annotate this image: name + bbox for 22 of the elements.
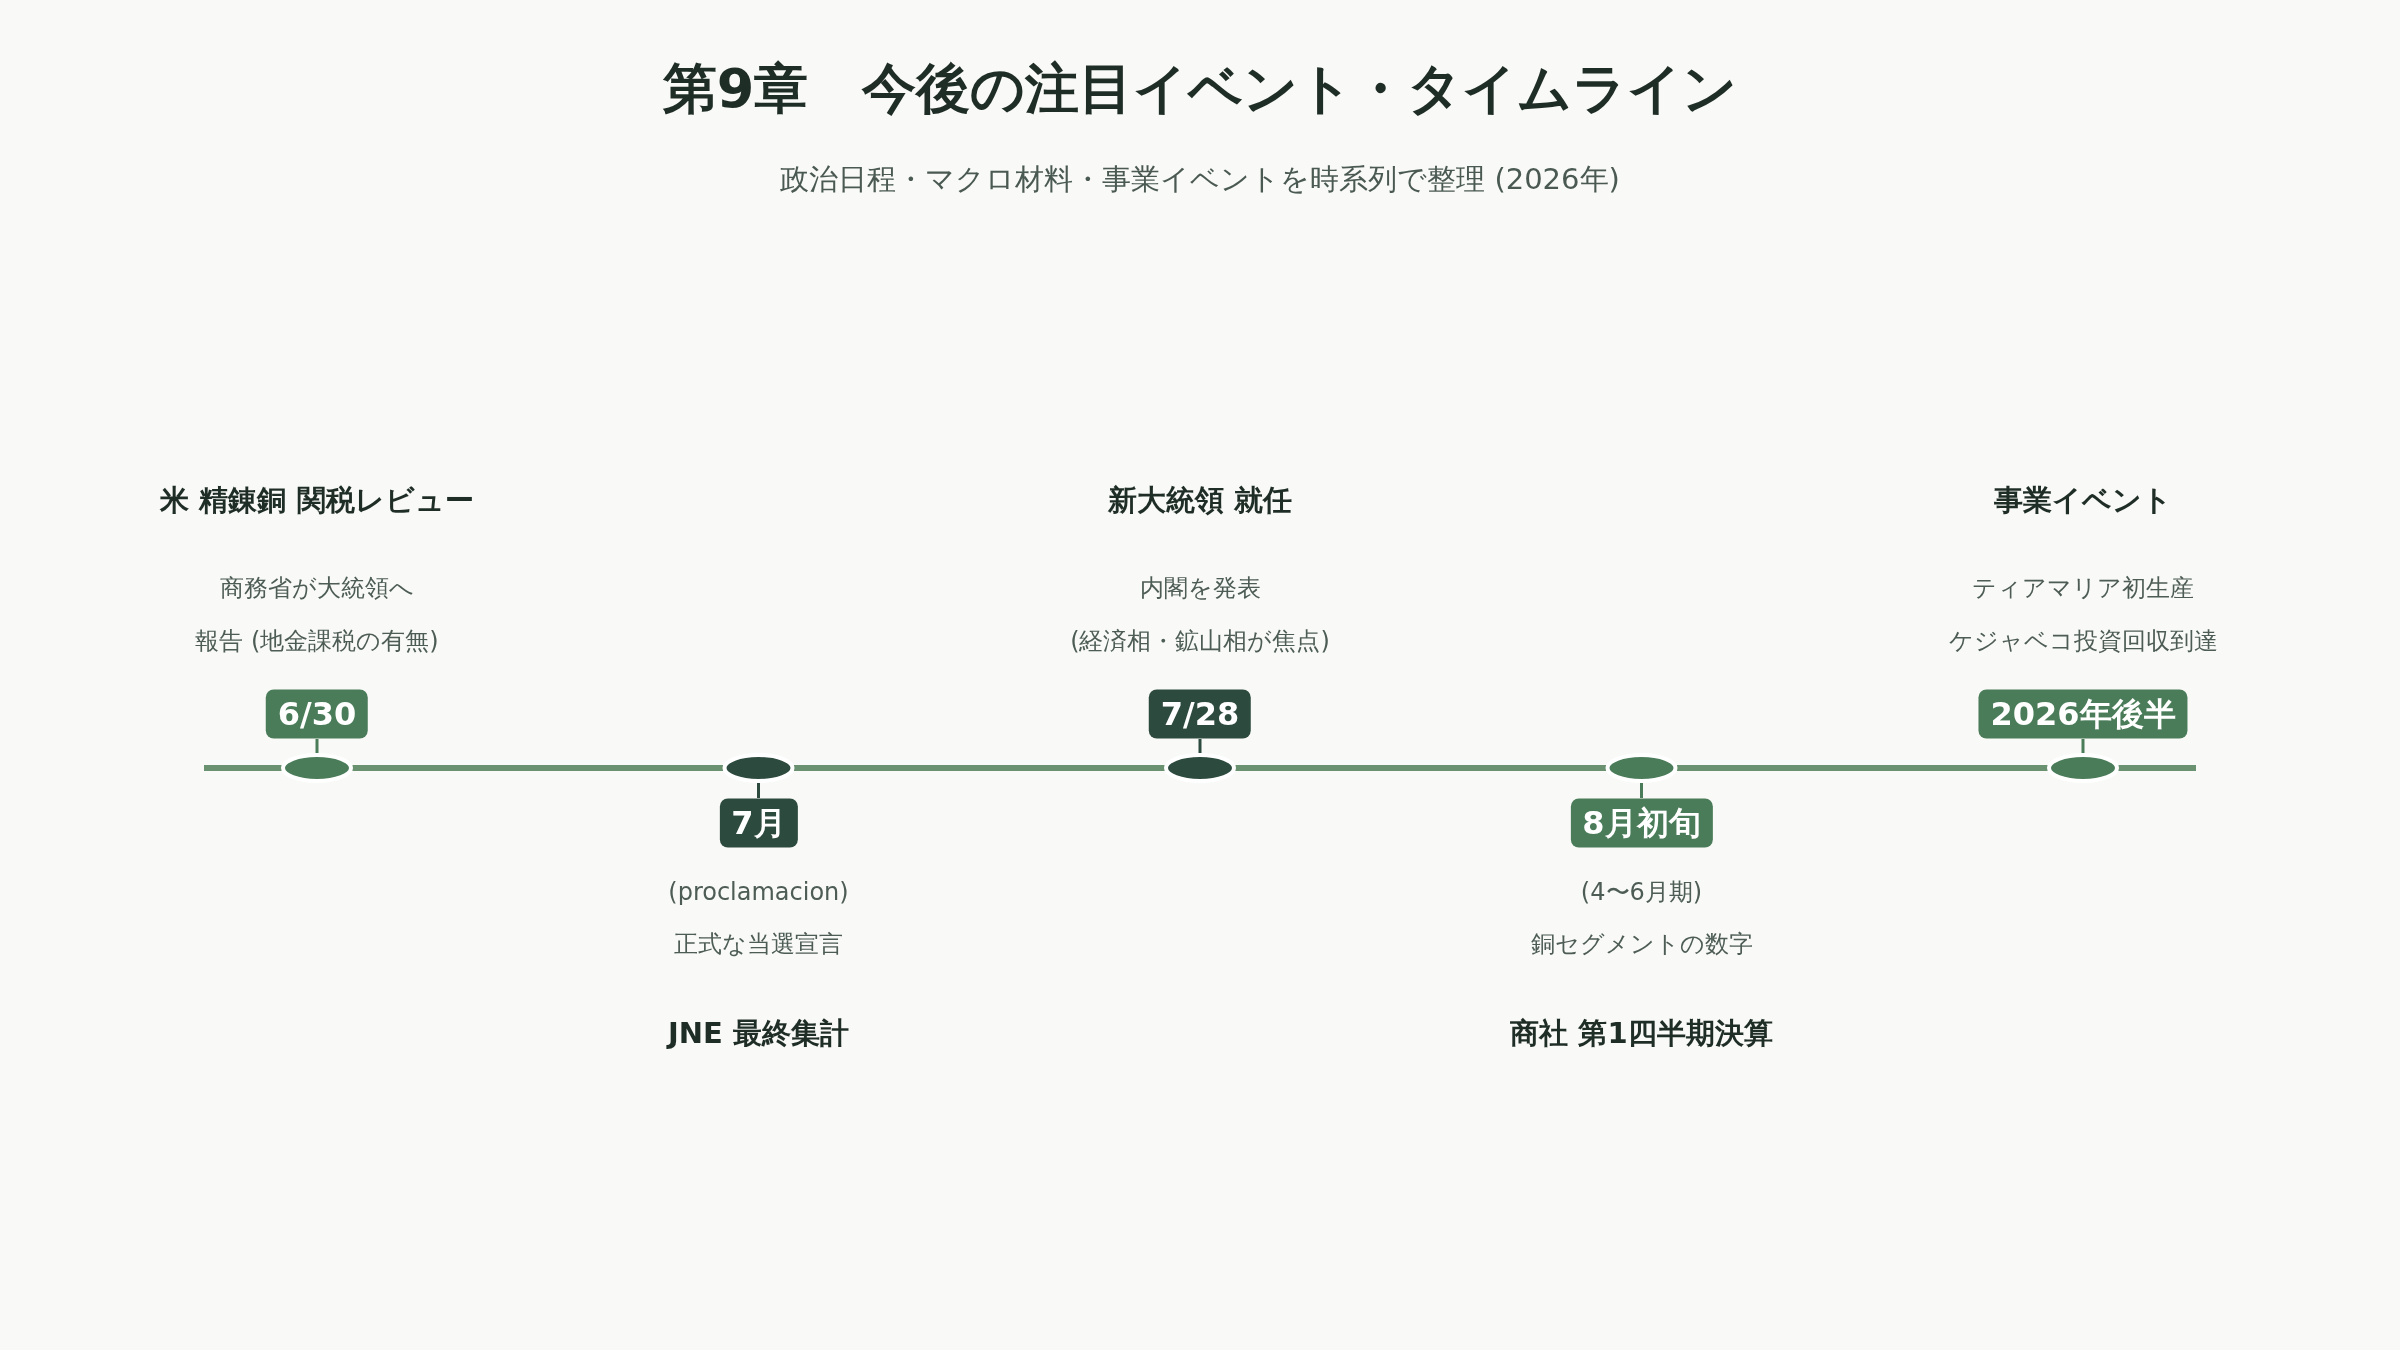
- date-badge: 7月: [719, 798, 798, 848]
- event-title: JNE 最終集計: [668, 1015, 849, 1051]
- event-note: (4〜6月期): [1580, 877, 1703, 907]
- event-note: 正式な当選宣言: [674, 929, 843, 959]
- event-note: 報告 (地金課税の有無): [195, 626, 439, 656]
- date-badge: 6/30: [265, 689, 369, 739]
- event-note: 銅セグメントの数字: [1530, 929, 1753, 959]
- title: 第9章 今後の注目イベント・タイムライン: [662, 56, 1738, 122]
- event-note: ティアマリア初生産: [1972, 573, 2194, 603]
- date-badge: 2026年後半: [1978, 689, 2188, 739]
- event-note: 商務省が大統領へ: [220, 573, 414, 603]
- event-note: (proclamacion): [668, 877, 849, 907]
- event-title: 米 精錬銅 関税レビュー: [160, 482, 474, 518]
- date-badge: 7/28: [1148, 689, 1252, 739]
- event-title: 商社 第1四半期決算: [1510, 1015, 1773, 1051]
- subtitle: 政治日程・マクロ材料・事業イベントを時系列で整理 (2026年): [780, 161, 1620, 197]
- event-title: 新大統領 就任: [1107, 482, 1293, 518]
- event-title: 事業イベント: [1994, 482, 2172, 518]
- event-note: 内閣を発表: [1139, 573, 1261, 603]
- event-note: ケジャベコ投資回収到達: [1948, 626, 2218, 656]
- date-badge: 8月初旬: [1570, 798, 1713, 848]
- event-note: (経済相・鉱山相が焦点): [1070, 626, 1330, 656]
